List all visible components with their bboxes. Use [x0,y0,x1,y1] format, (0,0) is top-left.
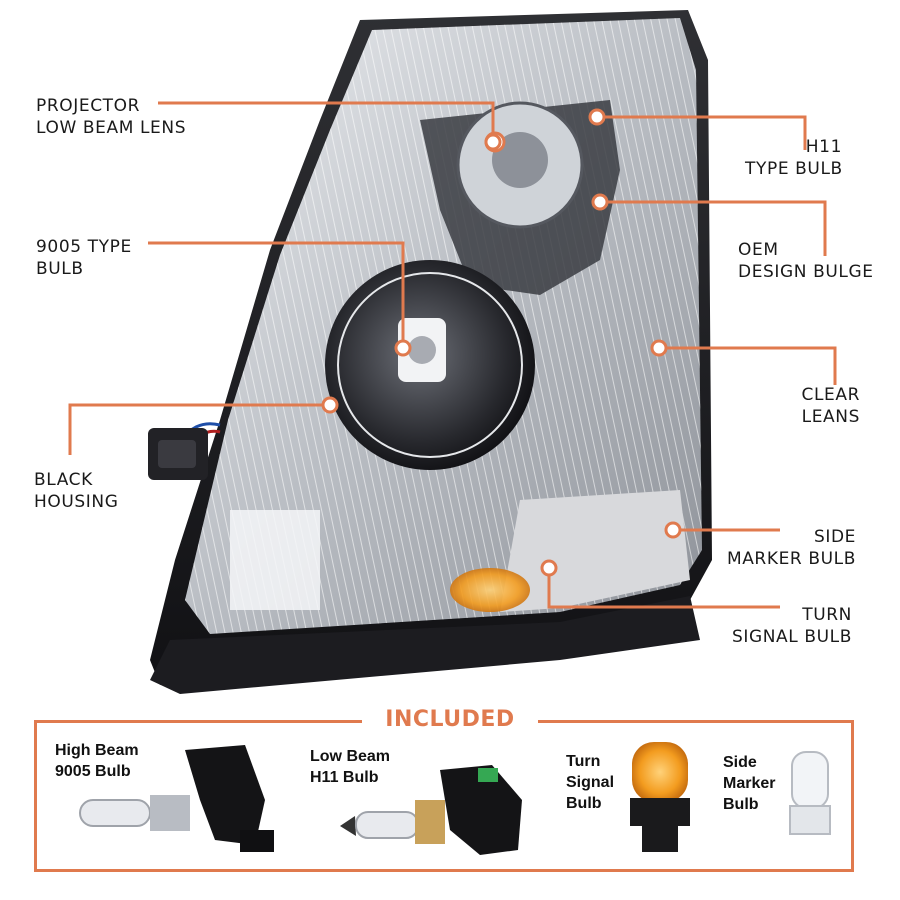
bulb-label-high-beam: High Beam 9005 Bulb [55,742,139,780]
high-beam-reflector [325,260,535,470]
label-turn-signal-bulb: TURN SIGNAL BULB [731,605,852,647]
label-projector-low-beam-lens: PROJECTOR LOW BEAM LENS [36,96,187,138]
bulb-side-marker-image [789,751,831,835]
bulb-label-turn-signal: Turn Signal Bulb [566,753,615,812]
bulb-9005-image [79,745,274,852]
lower-reflector [230,510,320,610]
wiring-connector [148,422,221,480]
bulb-label-side-marker: Side Marker Bulb [723,754,776,813]
bulb-h11-image [340,765,522,855]
label-side-marker-bulb: SIDE MARKER BULB [726,527,856,569]
callout-dots [321,108,682,577]
label-clear-leans: CLEAR LEANS [801,385,860,427]
leader-lines [68,101,837,609]
bulb-label-low-beam: Low Beam H11 Bulb [310,748,391,786]
bulb-turn-signal-image [630,742,690,852]
included-title: INCLUDED [362,707,538,732]
label-h11-type-bulb: H11 TYPE BULB [745,137,843,179]
label-9005-type-bulb: 9005 TYPE BULB [36,237,132,279]
label-oem-design-bulge: OEM DESIGN BULGE [738,240,874,282]
label-black-housing: BLACK HOUSING [34,470,119,512]
